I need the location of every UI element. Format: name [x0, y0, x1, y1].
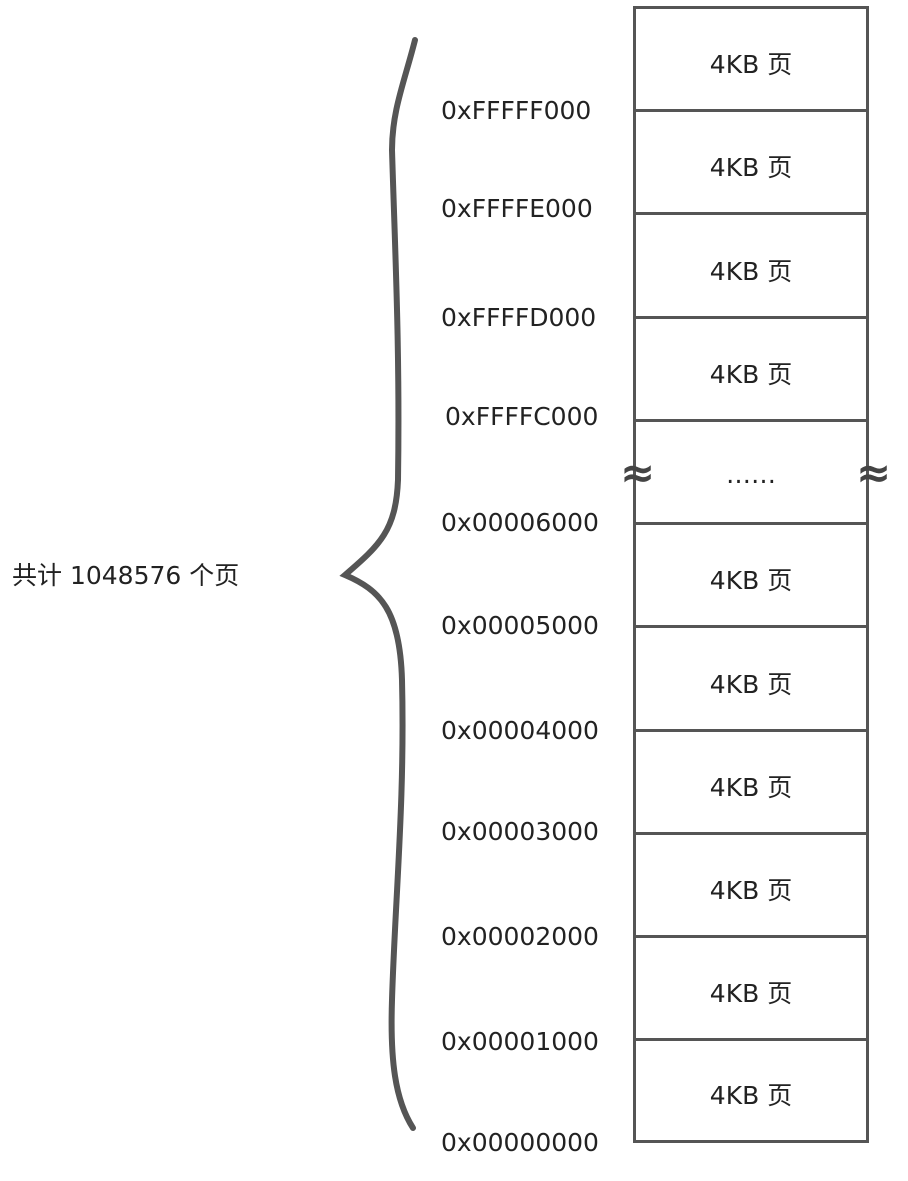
page-label: 4KB 页: [709, 153, 793, 182]
break-symbol-left: ≈: [620, 448, 656, 497]
page-box: 4KB 页: [633, 625, 869, 732]
page-label: 4KB 页: [709, 773, 793, 802]
page-label: 4KB 页: [709, 1081, 793, 1110]
page-box: 4KB 页: [633, 316, 869, 422]
total-pages-label: 共计 1048576 个页: [12, 561, 240, 590]
ellipsis-box: ……: [633, 419, 869, 525]
page-label: 4KB 页: [709, 876, 793, 905]
page-label: 4KB 页: [709, 566, 793, 595]
page-label: 4KB 页: [709, 670, 793, 699]
page-box: 4KB 页: [633, 1038, 869, 1143]
page-box: 4KB 页: [633, 212, 869, 319]
page-label: 4KB 页: [709, 360, 793, 389]
address-label: 0x00006000: [441, 508, 599, 537]
address-label: 0x00005000: [441, 611, 599, 640]
address-label: 0x00001000: [441, 1027, 599, 1056]
page-box: 4KB 页: [633, 6, 869, 112]
page-box: 4KB 页: [633, 729, 869, 835]
address-label: 0xFFFFD000: [441, 303, 597, 332]
address-label: 0xFFFFC000: [445, 402, 599, 431]
page-label: 4KB 页: [709, 979, 793, 1008]
page-label: 4KB 页: [709, 50, 793, 79]
page-label: 4KB 页: [709, 257, 793, 286]
address-label: 0xFFFFF000: [441, 96, 592, 125]
page-box: 4KB 页: [633, 522, 869, 628]
ellipsis-label: ……: [726, 460, 776, 489]
address-label: 0x00004000: [441, 716, 599, 745]
address-label: 0x00002000: [441, 922, 599, 951]
page-box: 4KB 页: [633, 935, 869, 1041]
address-label: 0x00003000: [441, 817, 599, 846]
address-label: 0x00000000: [441, 1128, 599, 1157]
page-box: 4KB 页: [633, 109, 869, 215]
address-label: 0xFFFFE000: [441, 194, 593, 223]
page-box: 4KB 页: [633, 832, 869, 938]
break-symbol-right: ≈: [856, 448, 892, 497]
